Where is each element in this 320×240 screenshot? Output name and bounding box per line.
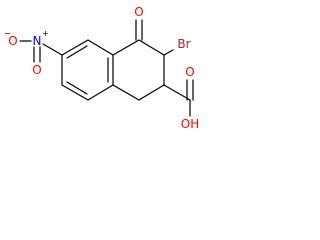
atom-labels: O − N + O O Br O OH — [4, 5, 199, 131]
bond-c4-c5 — [87, 84, 114, 101]
nitro-oxygen-left: O — [8, 34, 17, 48]
bond-c3-c7 — [112, 39, 140, 56]
bond-c5-c6 — [61, 84, 89, 101]
nitro-oxygen-left-charge: − — [4, 29, 11, 38]
nitro-oxygen-bottom: O — [32, 63, 41, 77]
bond-c9-cacid — [163, 84, 191, 101]
bond-c1-c2 — [61, 39, 89, 56]
bond-c2-c3 — [87, 39, 114, 56]
bromine-atom: Br — [177, 37, 190, 51]
acid-hydroxyl: OH — [181, 117, 199, 131]
nitro-nitrogen: N — [33, 34, 42, 48]
bond-c5-c6-inner — [66, 81, 88, 95]
acid-carbonyl-oxygen: O — [185, 65, 194, 79]
bond-c1-n — [42, 43, 63, 56]
bond-c1-c2-inner — [66, 45, 88, 59]
chemical-structure: O − N + O O Br O OH — [4, 5, 199, 131]
bonds — [19, 19, 194, 117]
bond-c9-c10 — [138, 84, 165, 101]
bond-c10-c4 — [112, 84, 140, 101]
bond-c8-br — [163, 49, 174, 56]
ketone-oxygen: O — [134, 5, 143, 19]
nitro-nitrogen-charge: + — [42, 29, 49, 38]
bond-c7-c8 — [138, 39, 165, 56]
